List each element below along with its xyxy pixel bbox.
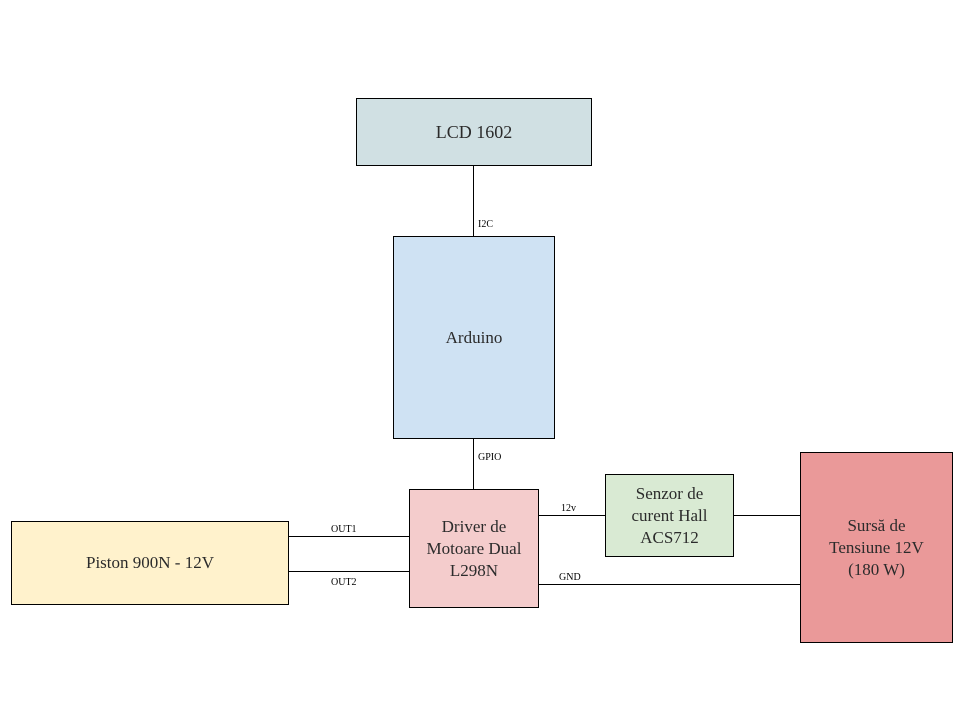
wire-arduino-driver xyxy=(473,438,474,489)
piston-block: Piston 900N - 12V xyxy=(11,521,289,605)
label-12v: 12v xyxy=(561,503,576,514)
wire-sensor-power xyxy=(733,515,800,516)
arduino-block: Arduino xyxy=(393,236,555,439)
wire-out2 xyxy=(288,571,409,572)
label-gpio: GPIO xyxy=(478,452,502,463)
driver-block: Driver de Motoare Dual L298N xyxy=(409,489,539,608)
label-gnd: GND xyxy=(559,572,581,583)
lcd-block: LCD 1602 xyxy=(356,98,592,166)
label-out2: OUT2 xyxy=(331,577,357,588)
power-supply-block: Sursă de Tensiune 12V (180 W) xyxy=(800,452,953,643)
current-sensor-block: Senzor de curent Hall ACS712 xyxy=(605,474,734,557)
label-i2c: I2C xyxy=(478,219,493,230)
wire-driver-sensor-12v xyxy=(538,515,605,516)
wire-gnd xyxy=(538,584,800,585)
label-out1: OUT1 xyxy=(331,524,357,535)
wire-out1 xyxy=(288,536,409,537)
wire-lcd-arduino xyxy=(473,166,474,236)
